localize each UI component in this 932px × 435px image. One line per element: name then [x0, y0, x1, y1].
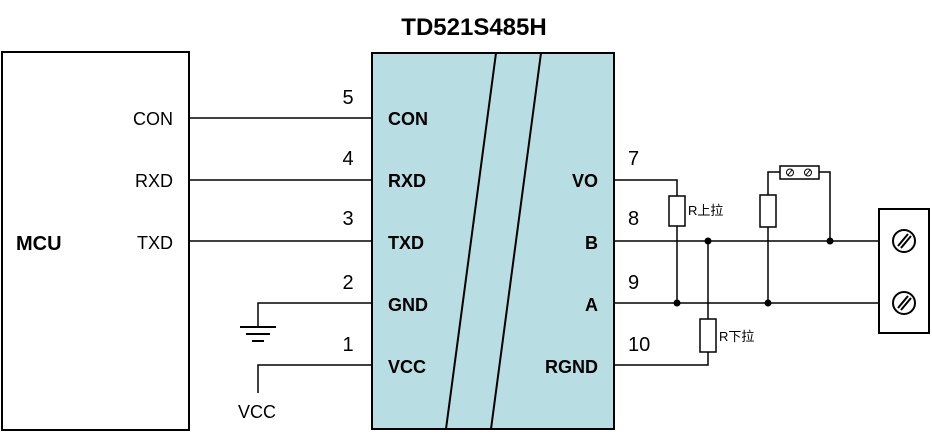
- module-box: [371, 52, 615, 430]
- module-pin-rxd: RXD: [388, 171, 426, 191]
- pin-num-7: 7: [628, 148, 639, 170]
- mcu-label: MCU: [16, 233, 62, 255]
- wire-term-top: [767, 171, 780, 195]
- module-pin-rgnd: RGND: [545, 357, 598, 377]
- isolation-line-1: [445, 52, 497, 430]
- terminal-screw-b: [892, 229, 916, 253]
- module-pin-txd: TXD: [388, 233, 424, 253]
- wire-gnd: [257, 302, 372, 326]
- junction-dot-a-term: [764, 299, 772, 307]
- terminal-screw-a-slot-1: [897, 295, 909, 309]
- pin-num-9: 9: [628, 272, 639, 294]
- jumper-screw-2-slot: [805, 169, 811, 176]
- module-pin-vo: VO: [572, 171, 598, 191]
- junction-dot-b-term: [826, 237, 834, 245]
- module-pin-con: CON: [388, 109, 428, 129]
- pin-num-2: 2: [342, 272, 353, 294]
- mcu-box: [1, 51, 190, 431]
- module-pin-b: B: [585, 233, 598, 253]
- isolation-line-2: [490, 52, 542, 430]
- junction-dot-a-pullup: [673, 299, 681, 307]
- termination-resistor: [759, 194, 777, 228]
- mcu-pin-txd: TXD: [137, 233, 173, 253]
- pin-num-5: 5: [342, 87, 353, 109]
- module-pin-vcc: VCC: [388, 357, 426, 377]
- pin-num-10: 10: [628, 334, 650, 356]
- wire-rgnd: [614, 352, 709, 366]
- wire-vo: [614, 179, 678, 196]
- junction-dot-b-pulldown: [704, 237, 712, 245]
- jumper-screw-1-slot: [787, 169, 793, 176]
- pulldown-label: R下拉: [719, 329, 754, 344]
- pulldown-resistor: [699, 318, 717, 353]
- mcu-pin-con: CON: [133, 109, 173, 129]
- pullup-resistor: [668, 195, 686, 227]
- mcu-pin-rxd: RXD: [135, 171, 173, 191]
- module-pin-gnd: GND: [388, 295, 428, 315]
- terminal-screw-b-slot-1: [897, 233, 909, 247]
- wire-jumper-right: [819, 171, 831, 241]
- module-pin-a: A: [585, 295, 598, 315]
- pin-num-8: 8: [628, 208, 639, 230]
- pin-num-3: 3: [342, 208, 353, 230]
- terminal-screw-a: [892, 291, 916, 315]
- module-title: TD521S485H: [401, 14, 546, 41]
- terminal-screw-b-slot-2: [900, 235, 912, 249]
- pin-num-4: 4: [342, 148, 353, 170]
- terminal-screw-a-slot-2: [900, 297, 912, 311]
- jumper-switch: [779, 165, 820, 180]
- pullup-label: R上拉: [688, 203, 723, 218]
- pin-num-1: 1: [342, 334, 353, 356]
- vcc-label: VCC: [238, 402, 276, 422]
- wire-vcc: [257, 364, 372, 393]
